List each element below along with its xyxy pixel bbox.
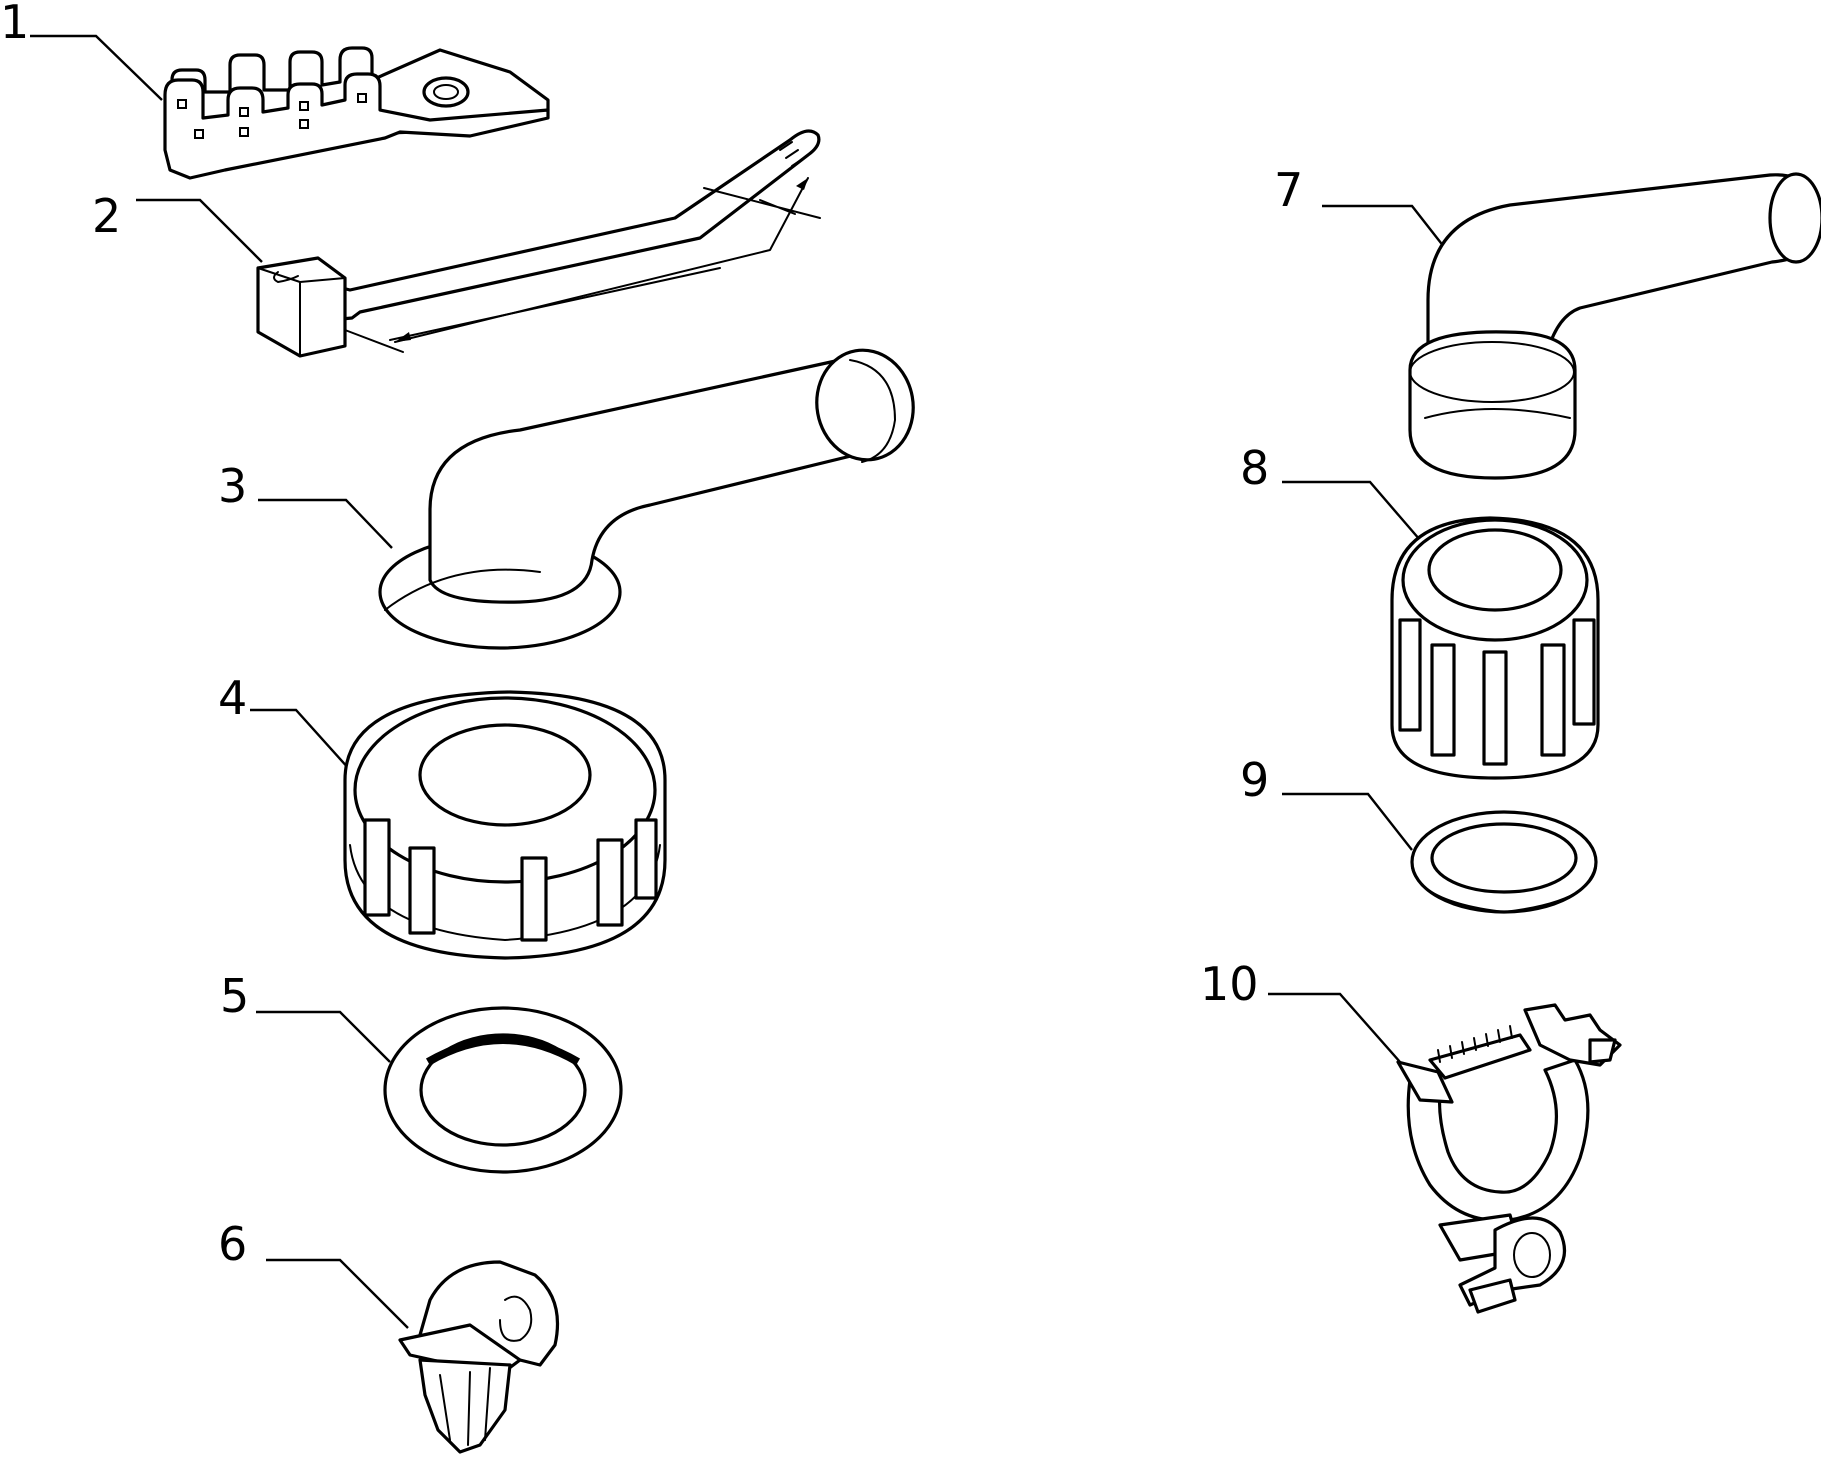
leader-line-2 (136, 198, 263, 263)
callout-number-10: 10 (1200, 957, 1259, 1011)
part-5-washer: 5 (220, 969, 623, 1174)
leader-line-1 (30, 34, 163, 101)
leader-line-5 (256, 1010, 391, 1063)
part-10-hose-clamp: 10 (1200, 957, 1622, 1314)
part-8-knurled-nut: 8 (1240, 441, 1600, 780)
part-6-push-clip: 6 (218, 1217, 559, 1454)
callout-number-6: 6 (218, 1217, 247, 1271)
leader-line-3 (258, 498, 393, 549)
callout-number-3: 3 (218, 459, 247, 513)
callout-number-7: 7 (1274, 163, 1303, 217)
part-7-elbow-sleeve: 7 (1274, 163, 1821, 480)
callout-number-4: 4 (218, 671, 247, 725)
callout-number-2: 2 (92, 189, 121, 243)
part-1-terminal-bracket: 1 (0, 0, 550, 180)
leader-line-7 (1322, 204, 1449, 253)
callout-number-5: 5 (220, 969, 249, 1023)
leader-line-4 (250, 708, 351, 771)
part-4-ring-nut: 4 (218, 671, 667, 960)
leader-line-6 (266, 1258, 409, 1329)
leader-line-8 (1282, 480, 1421, 541)
leader-line-10 (1268, 992, 1401, 1063)
part-9-ring: 9 (1240, 753, 1598, 914)
part-3-elbow-hose: 3 (218, 348, 915, 650)
callout-number-9: 9 (1240, 753, 1269, 807)
callout-number-1: 1 (0, 0, 29, 49)
leader-line-9 (1282, 792, 1413, 851)
callout-number-8: 8 (1240, 441, 1269, 495)
part-2-cable-tie: 2 (92, 129, 821, 358)
